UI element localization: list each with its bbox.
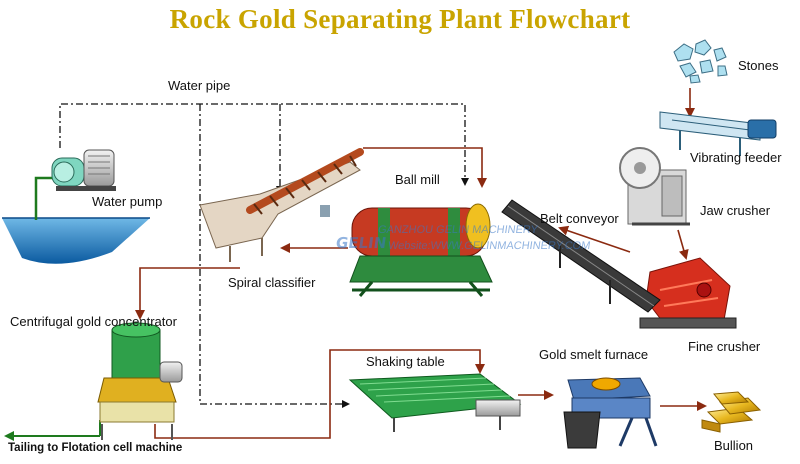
water-pump-icon <box>51 149 116 191</box>
vibrating-feeder-icon <box>659 111 777 156</box>
label-tailing: Tailing to Flotation cell machine <box>8 442 183 454</box>
centrifugal-concentrator-icon <box>97 322 183 440</box>
label-bullion: Bullion <box>714 438 754 453</box>
stones-icon <box>673 39 728 84</box>
label-gold-smelt-furnace: Gold smelt furnace <box>539 347 649 362</box>
label-jaw-crusher: Jaw crusher <box>700 203 771 218</box>
label-centrifugal-concentrator: Centrifugal gold concentrator <box>10 314 177 329</box>
label-water-pipe: Water pipe <box>168 78 231 93</box>
water-pump-pipe <box>34 176 58 220</box>
tailing-arrow <box>4 420 101 441</box>
label-fine-crusher: Fine crusher <box>688 339 761 354</box>
fine-crusher-icon <box>639 257 737 329</box>
spiral-classifier-icon <box>199 148 364 262</box>
label-stones: Stones <box>738 58 779 73</box>
label-water-pump: Water pump <box>92 194 163 209</box>
label-belt-conveyor: Belt conveyor <box>540 211 619 226</box>
jaw-crusher-icon <box>619 147 690 226</box>
page-title: Rock Gold Separating Plant Flowchart <box>169 4 631 34</box>
watermark-logo: GELIN <box>334 234 388 252</box>
ball-mill-icon <box>349 203 493 297</box>
label-vibrating-feeder: Vibrating feeder <box>690 150 782 165</box>
belt-conveyor-icon <box>501 199 661 313</box>
process-flow-arrows <box>135 88 707 439</box>
watermark-company: GANZHOU GELIN MACHINERY <box>377 224 539 236</box>
label-ball-mill: Ball mill <box>395 172 440 187</box>
gold-smelt-furnace-icon <box>563 377 658 449</box>
label-shaking-table: Shaking table <box>366 354 445 369</box>
shaking-table-icon <box>348 373 522 432</box>
gold-bullion-icon <box>701 391 762 433</box>
watermark-website: Website:WWW.GELINMACHINERY.COM <box>387 240 592 252</box>
water-pool <box>2 217 150 264</box>
label-spiral-classifier: Spiral classifier <box>228 275 316 290</box>
water-pipe-network <box>59 103 466 405</box>
